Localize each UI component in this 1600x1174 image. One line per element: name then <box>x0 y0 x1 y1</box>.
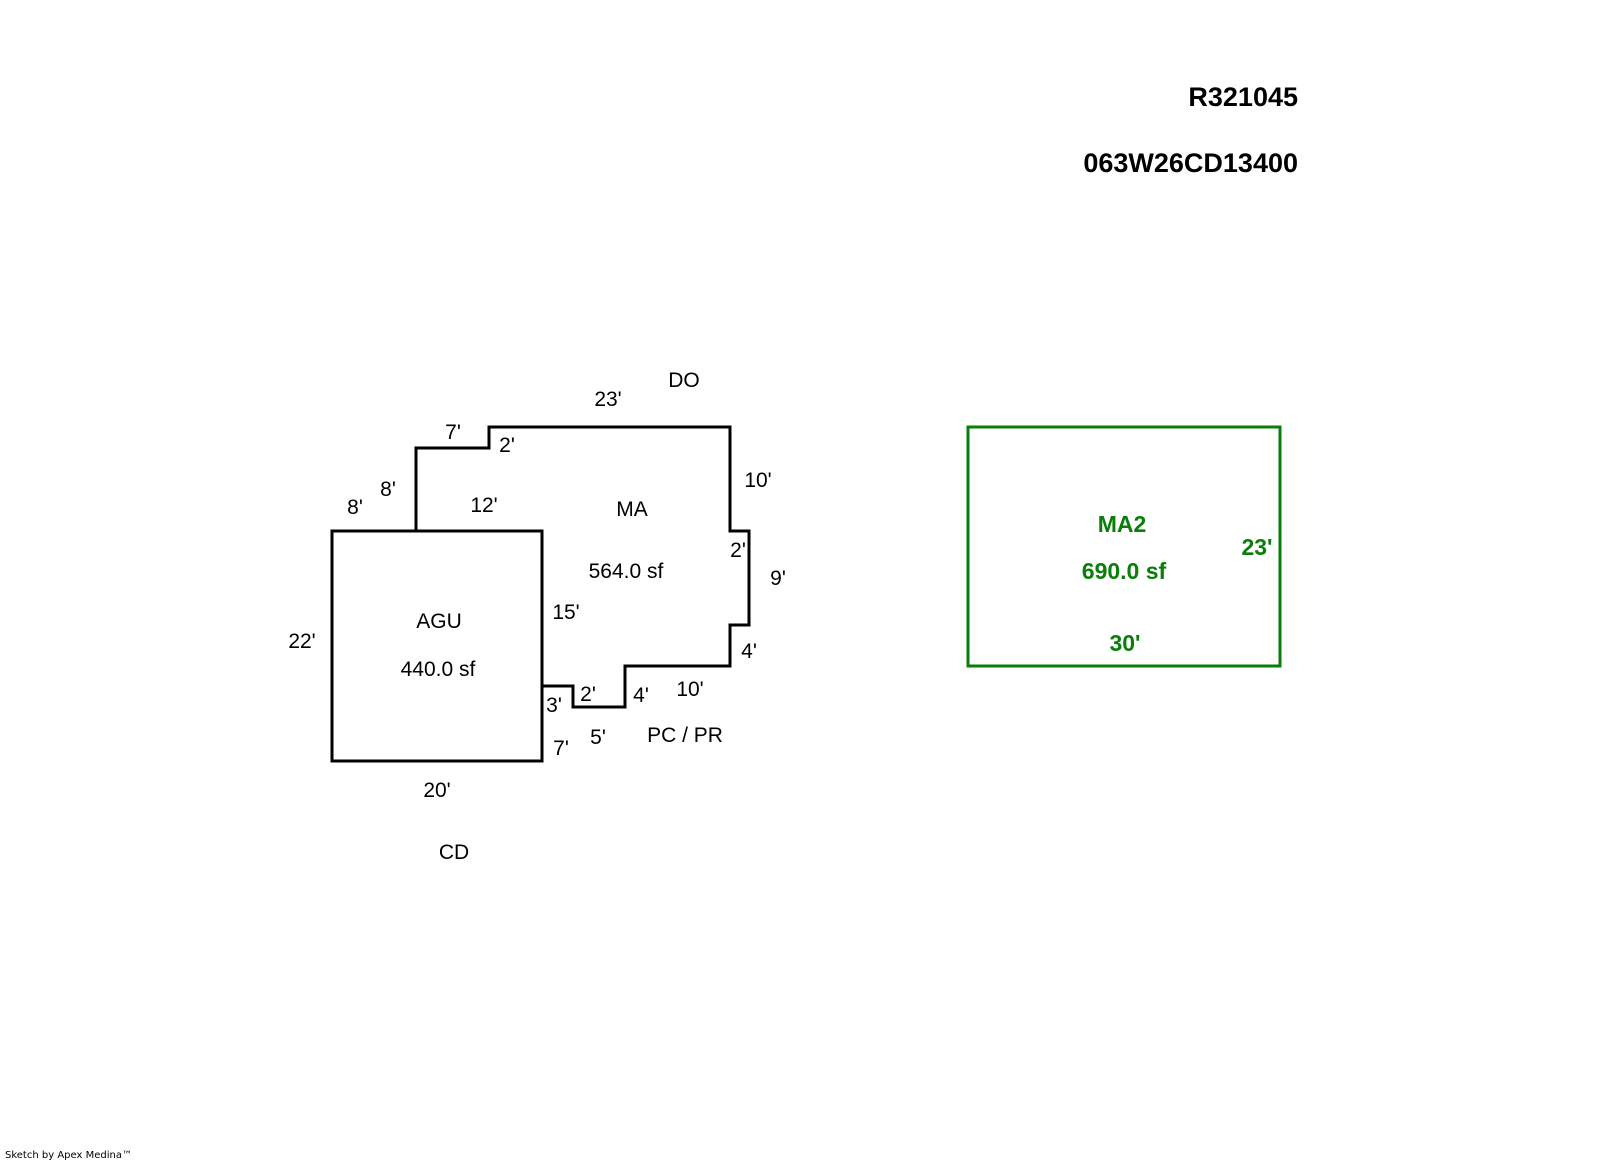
ma-dim-notch-bottom: 5' <box>590 726 606 749</box>
map-tax-lot: 063W26CD13400 <box>1083 148 1298 178</box>
ma-dim-right-upper: 10' <box>744 469 771 492</box>
ma-dim-bottom-riser: 4' <box>633 684 649 707</box>
ma2-dim-right: 23' <box>1241 534 1272 560</box>
ma-dim-bottom-right: 10' <box>676 678 703 701</box>
ma-dim-step-top: 7' <box>445 421 461 444</box>
ma-dim-step-riser: 2' <box>499 434 515 457</box>
agu-area-value: 440.0 sf <box>401 658 476 681</box>
account-id: R321045 <box>1188 82 1298 112</box>
sketch-credit: Sketch by Apex Medina™ <box>5 1150 132 1161</box>
ma-dim-inner-top: 12' <box>470 494 497 517</box>
annotation-cd: CD <box>439 841 469 864</box>
agu-dim-left: 22' <box>288 630 315 653</box>
annotation-do: DO <box>668 369 700 392</box>
ma-dim-inner-left: 15' <box>552 601 579 624</box>
ma-dim-right-lower: 4' <box>741 640 757 663</box>
ma-dim-left-a: 8' <box>380 478 396 501</box>
ma2-dim-bottom: 30' <box>1109 630 1140 656</box>
agu-outline <box>330 529 544 763</box>
ma-dim-left-b: 8' <box>347 496 363 519</box>
agu-area-code: AGU <box>416 610 462 633</box>
ma2-area-value: 690.0 sf <box>1082 558 1167 584</box>
ma-area-value: 564.0 sf <box>589 560 664 583</box>
agu-dim-bottom: 20' <box>423 779 450 802</box>
ma2-outline <box>966 425 1282 668</box>
ma2-area-code: MA2 <box>1098 511 1147 537</box>
ma-dim-right-mid: 9' <box>770 567 786 590</box>
ma-dim-right-jog: 2' <box>730 539 746 562</box>
ma-outline <box>414 425 751 709</box>
annotation-pc-pr: PC / PR <box>647 724 723 747</box>
ma-area-code: MA <box>616 498 648 521</box>
ma-dim-top: 23' <box>594 388 621 411</box>
ma-dim-notch-side: 3' <box>546 694 562 717</box>
ma-dim-lower-left: 7' <box>553 737 569 760</box>
ma-dim-notch-top: 2' <box>580 683 596 706</box>
